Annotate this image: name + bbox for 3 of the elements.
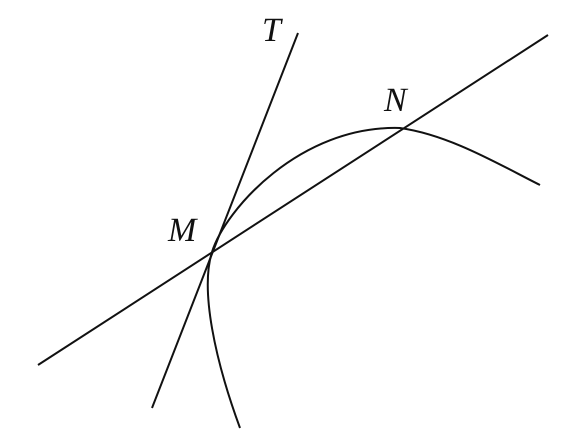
point-label: N [384, 84, 407, 118]
point-label: M [168, 214, 196, 248]
point-label: T [262, 14, 281, 48]
